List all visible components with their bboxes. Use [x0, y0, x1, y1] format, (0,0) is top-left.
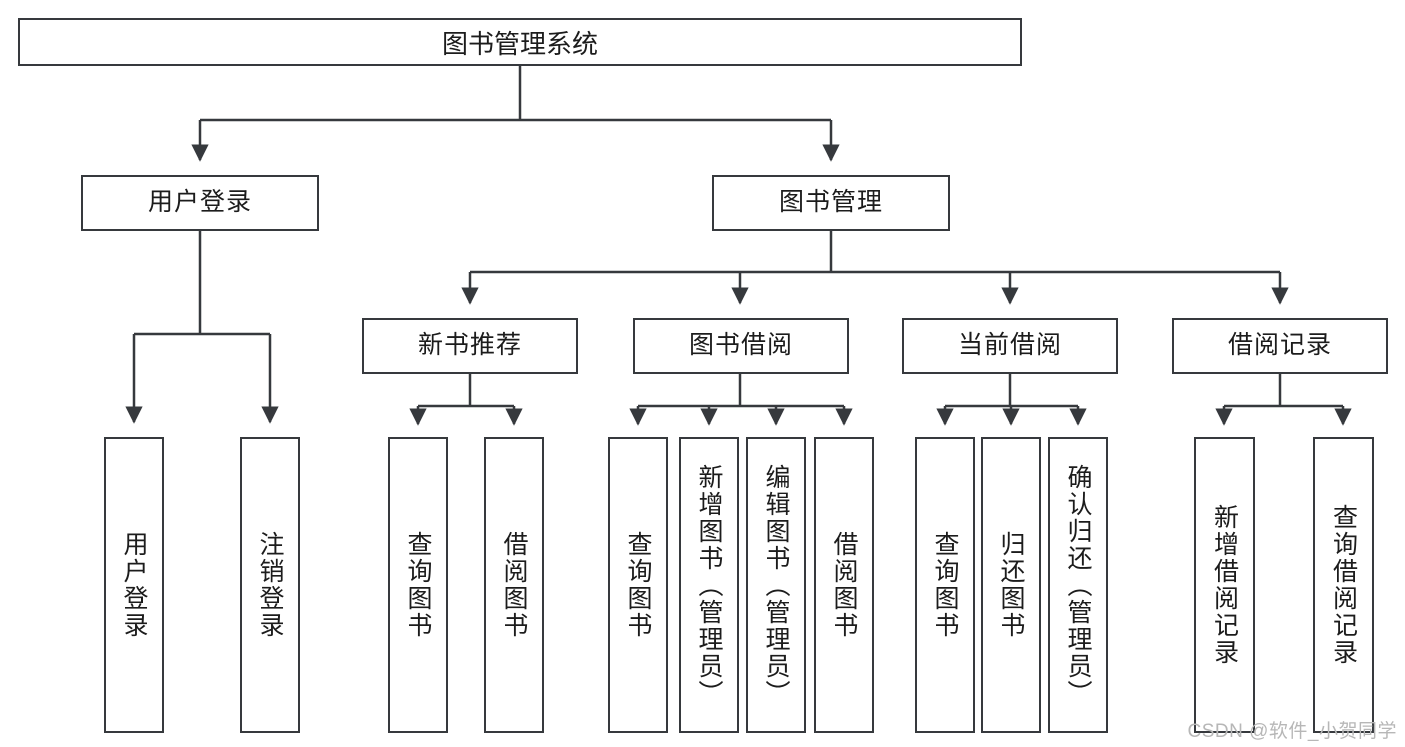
leaf-borrow-book-label: 借阅图书 [830, 531, 858, 639]
leaf-edit-book[interactable]: 编辑图书（管理员） [746, 437, 806, 733]
node-book-manage-label: 图书管理 [778, 188, 883, 217]
leaf-logout[interactable]: 注销登录 [240, 437, 300, 733]
leaf-return-book[interactable]: 归还图书 [981, 437, 1041, 733]
leaf-add-borrow-record[interactable]: 新增借阅记录 [1194, 437, 1255, 733]
csdn-watermark: CSDN @软件_小贺同学 [1187, 721, 1397, 742]
leaf-borrow-book[interactable]: 借阅图书 [814, 437, 874, 733]
leaf-query-book-borrow-label: 查询图书 [624, 531, 652, 639]
leaf-query-book-current[interactable]: 查询图书 [915, 437, 975, 733]
node-current-borrow[interactable]: 当前借阅 [902, 318, 1118, 374]
node-user-login[interactable]: 用户登录 [81, 175, 319, 231]
leaf-borrow-book-recommend-label: 借阅图书 [500, 531, 528, 639]
leaf-add-borrow-record-label: 新增借阅记录 [1210, 504, 1239, 666]
node-book-borrow-label: 图书借阅 [688, 331, 793, 360]
node-new-book-recommend-label: 新书推荐 [417, 331, 522, 360]
leaf-query-borrow-record-label: 查询借阅记录 [1329, 504, 1358, 666]
leaf-logout-label: 注销登录 [256, 531, 284, 639]
leaf-borrow-book-recommend[interactable]: 借阅图书 [484, 437, 544, 733]
node-book-manage[interactable]: 图书管理 [712, 175, 950, 231]
leaf-query-book-current-label: 查询图书 [931, 531, 959, 639]
leaf-add-book[interactable]: 新增图书（管理员） [679, 437, 739, 733]
node-borrow-record[interactable]: 借阅记录 [1172, 318, 1388, 374]
leaf-user-login-label: 用户登录 [120, 531, 148, 639]
node-new-book-recommend[interactable]: 新书推荐 [362, 318, 578, 374]
leaf-query-book-recommend-label: 查询图书 [404, 531, 432, 639]
leaf-confirm-return[interactable]: 确认归还（管理员） [1048, 437, 1108, 733]
leaf-confirm-return-label: 确认归还（管理员） [1064, 463, 1092, 707]
leaf-edit-book-label: 编辑图书（管理员） [762, 463, 790, 707]
leaf-return-book-label: 归还图书 [997, 531, 1025, 639]
node-borrow-record-label: 借阅记录 [1227, 331, 1332, 360]
node-root[interactable]: 图书管理系统 [18, 18, 1022, 66]
node-current-borrow-label: 当前借阅 [957, 331, 1062, 360]
leaf-query-borrow-record[interactable]: 查询借阅记录 [1313, 437, 1374, 733]
leaf-query-book-recommend[interactable]: 查询图书 [388, 437, 448, 733]
leaf-add-book-label: 新增图书（管理员） [695, 463, 723, 707]
leaf-query-book-borrow[interactable]: 查询图书 [608, 437, 668, 733]
node-book-borrow[interactable]: 图书借阅 [633, 318, 849, 374]
node-user-login-label: 用户登录 [147, 188, 252, 217]
node-root-label: 图书管理系统 [441, 28, 598, 59]
leaf-user-login[interactable]: 用户登录 [104, 437, 164, 733]
